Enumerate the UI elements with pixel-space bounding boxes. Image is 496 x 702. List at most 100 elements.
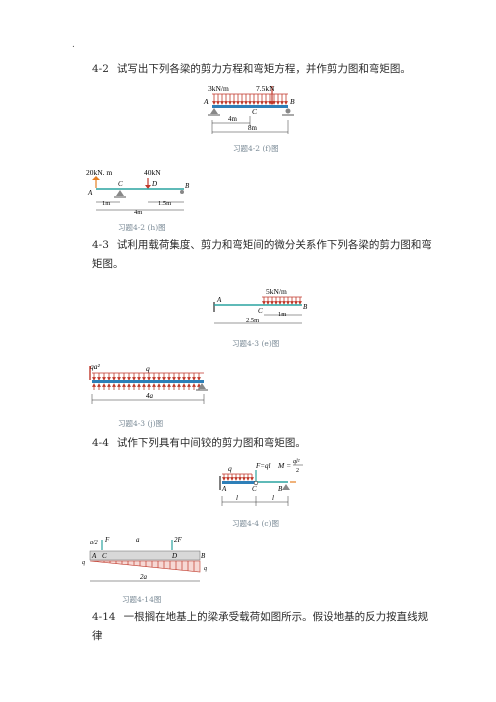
load-arrowhead: [248, 101, 252, 105]
load-arrowhead: [197, 377, 201, 381]
moment-lhs: M =: [277, 461, 291, 470]
load-arrowhead: [220, 101, 224, 105]
load-arrowhead: [152, 377, 156, 381]
problem-text: 一根搁在地基上的梁承受载荷如图所示。假设地基的反力按直线规律: [92, 611, 429, 642]
load-arrowhead: [172, 383, 176, 387]
load-arrowhead: [122, 383, 126, 387]
load-arrowhead: [226, 477, 230, 481]
figure-4-3-j: qa² q 4a: [89, 362, 208, 404]
force-f: F: [104, 536, 110, 544]
load-arrowhead: [107, 377, 111, 381]
load-arrowhead: [250, 477, 254, 481]
load-arrowhead: [234, 477, 238, 481]
dim-l-right: l: [272, 494, 274, 502]
problem-number: 4-2: [92, 63, 109, 75]
pin-support-c: [116, 190, 124, 196]
load-arrowhead: [182, 377, 186, 381]
load-arrowhead: [246, 477, 250, 481]
caption-fig5: 习题4-4 (c)图: [232, 519, 280, 528]
load-arrowhead: [182, 383, 186, 387]
load-arrowhead: [167, 383, 171, 387]
load-arrowhead: [187, 383, 191, 387]
load-arrowhead: [162, 383, 166, 387]
figure-4-3-e: 5kN/m A B C 1m 2.5m: [213, 287, 308, 324]
load-arrowhead: [260, 101, 264, 105]
load-arrowhead: [236, 101, 240, 105]
load-arrowhead: [298, 301, 302, 305]
distributed-reaction: [89, 560, 201, 573]
q-right: q: [204, 566, 207, 572]
load-arrowhead: [112, 377, 116, 381]
load-arrowhead: [266, 301, 270, 305]
figure-4-14: F 2F a a/2 A C D B q q 2a: [82, 536, 207, 582]
roller-support-b: [285, 108, 291, 114]
load-arrowhead: [256, 101, 260, 105]
problem-number: 4-14: [92, 611, 116, 623]
load-arrowhead: [222, 477, 226, 481]
load-arrowhead: [276, 101, 280, 105]
caption-fig3: 习题4-3 (e)图: [232, 339, 280, 348]
force-2f: 2F: [174, 536, 183, 544]
load-arrowhead: [147, 377, 151, 381]
load-arrowhead: [152, 383, 156, 387]
load-arrowhead: [192, 377, 196, 381]
dim-1m: 1m: [278, 311, 286, 318]
dim-a-half: a/2: [90, 540, 98, 546]
load-arrowhead: [127, 383, 131, 387]
load-arrowhead: [117, 377, 121, 381]
load-arrowhead: [294, 301, 298, 305]
load-arrowhead: [284, 101, 288, 105]
load-arrowhead: [127, 377, 131, 381]
load-arrowhead: [142, 377, 146, 381]
load-arrowhead: [142, 383, 146, 387]
load-arrowhead: [92, 383, 96, 387]
caption-fig4: 习题4-3 (j)图: [118, 419, 164, 428]
load-arrowhead: [282, 301, 286, 305]
caption-fig2: 习题4-2 (h)图: [118, 223, 166, 232]
dim-2a: 2a: [140, 573, 148, 581]
load-arrowhead: [286, 301, 290, 305]
load-arrowhead: [137, 383, 141, 387]
label-c: C: [252, 485, 257, 493]
q-left: q: [82, 560, 85, 566]
load-arrowhead: [242, 477, 246, 481]
load-arrowhead: [97, 383, 101, 387]
load-q-label: 5kN/m: [266, 287, 287, 296]
load-arrowhead: [216, 101, 220, 105]
label-b: B: [201, 552, 206, 560]
label-a: A: [87, 189, 93, 197]
load-arrowhead: [224, 101, 228, 105]
load-arrowhead: [278, 301, 282, 305]
load-arrowhead: [102, 383, 106, 387]
label-b: B: [185, 182, 190, 190]
load-arrowhead: [187, 377, 191, 381]
load-arrowhead: [280, 101, 284, 105]
load-arrowhead: [122, 377, 126, 381]
problem-text: 试作下列具有中间铰的剪力图和弯矩图。: [116, 437, 306, 449]
load-arrowhead: [177, 377, 181, 381]
label-c: C: [118, 180, 123, 188]
dim-4m: 4m: [228, 115, 238, 123]
load-arrowhead: [264, 101, 268, 105]
load-arrowhead: [228, 101, 232, 105]
dim-1m: 1m: [102, 200, 110, 207]
problem-number: 4-3: [92, 239, 109, 251]
load-arrowhead: [262, 301, 266, 305]
label-a: A: [221, 485, 227, 493]
label-c: C: [252, 107, 258, 116]
load-arrowhead: [252, 101, 256, 105]
dim-2.5m: 2.5m: [246, 317, 259, 324]
load-arrowhead: [212, 101, 216, 105]
load-arrowhead: [244, 101, 248, 105]
figure-4-2-f: 3kN/m 7.5kN A B C 4m 8m: [203, 84, 295, 134]
load-arrowhead: [270, 301, 274, 305]
label-d: D: [171, 552, 177, 560]
beam: [212, 105, 288, 108]
load-q-label: q: [146, 364, 150, 373]
load-arrowhead: [137, 377, 141, 381]
problem-text: 试利用载荷集度、剪力和弯矩间的微分关系作下列各梁的剪力图和弯矩图。: [92, 239, 432, 270]
caption-fig6: 习题4-14图: [122, 595, 162, 604]
